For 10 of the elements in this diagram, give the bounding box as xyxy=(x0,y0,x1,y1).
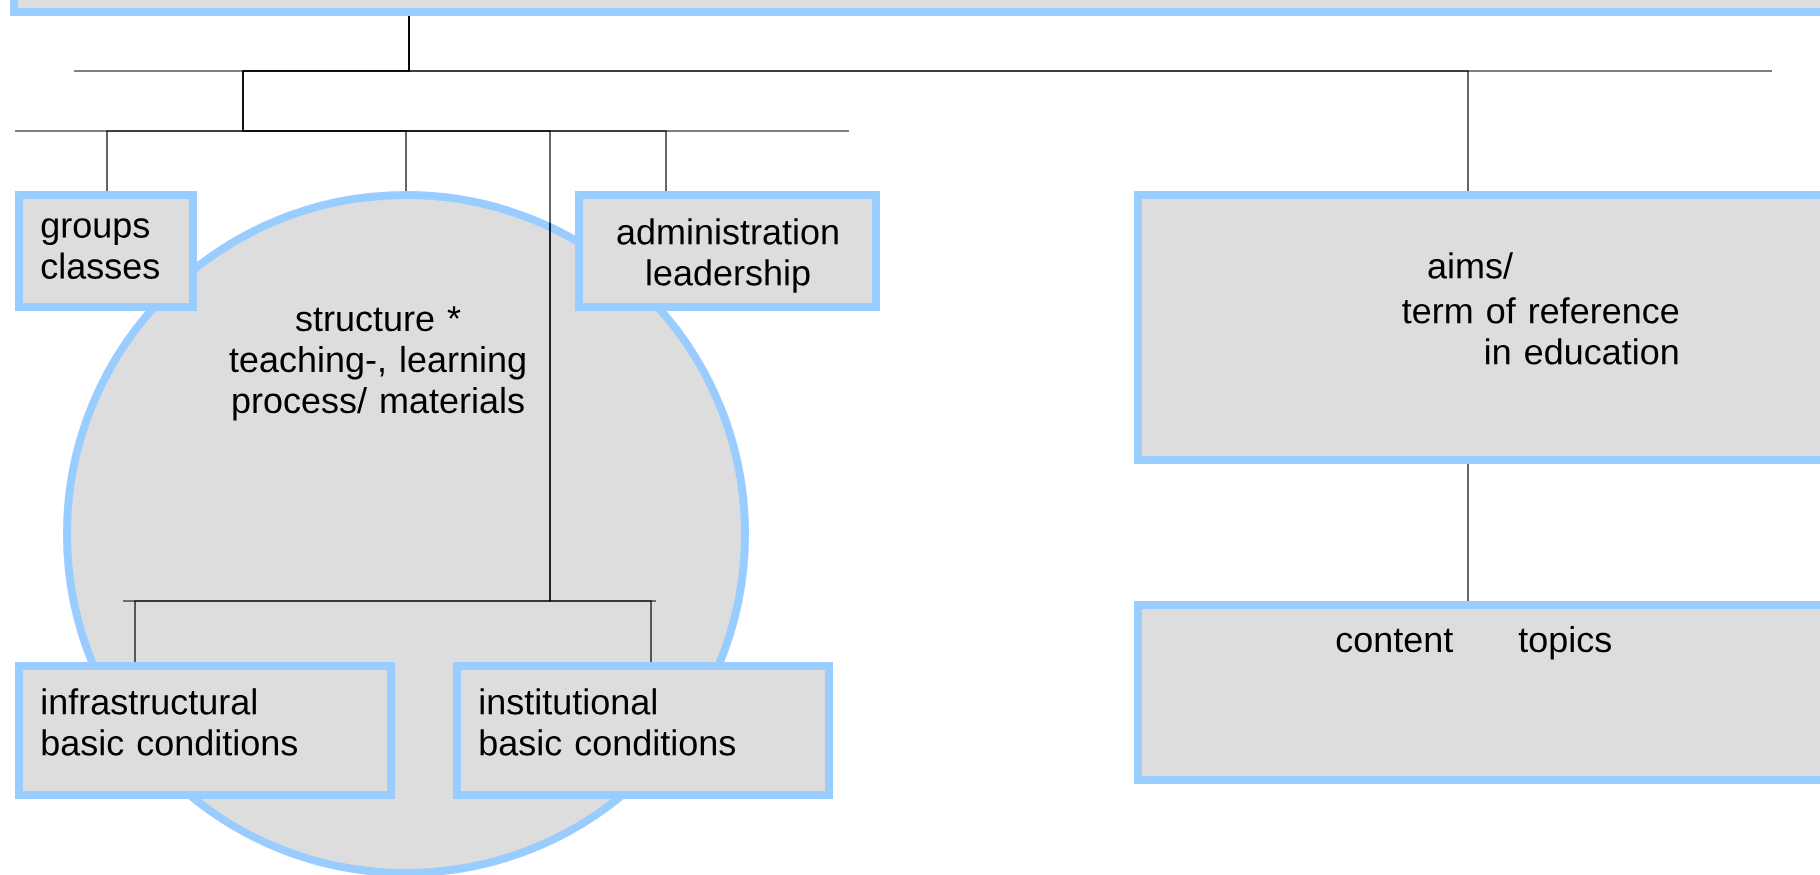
text-box: administration leadership xyxy=(575,191,880,311)
text-box: groups classes xyxy=(15,191,197,311)
connector-line xyxy=(549,222,652,663)
connector-line xyxy=(408,15,1469,192)
text-box: institutional basic conditions xyxy=(453,662,833,799)
text-box: infrastructural basic conditions xyxy=(15,662,395,799)
connector-line xyxy=(1467,463,1469,602)
text-box: aims/ term of reference in education xyxy=(1134,191,1820,464)
text-box: content topics xyxy=(1134,601,1820,784)
header-box xyxy=(10,0,1820,16)
